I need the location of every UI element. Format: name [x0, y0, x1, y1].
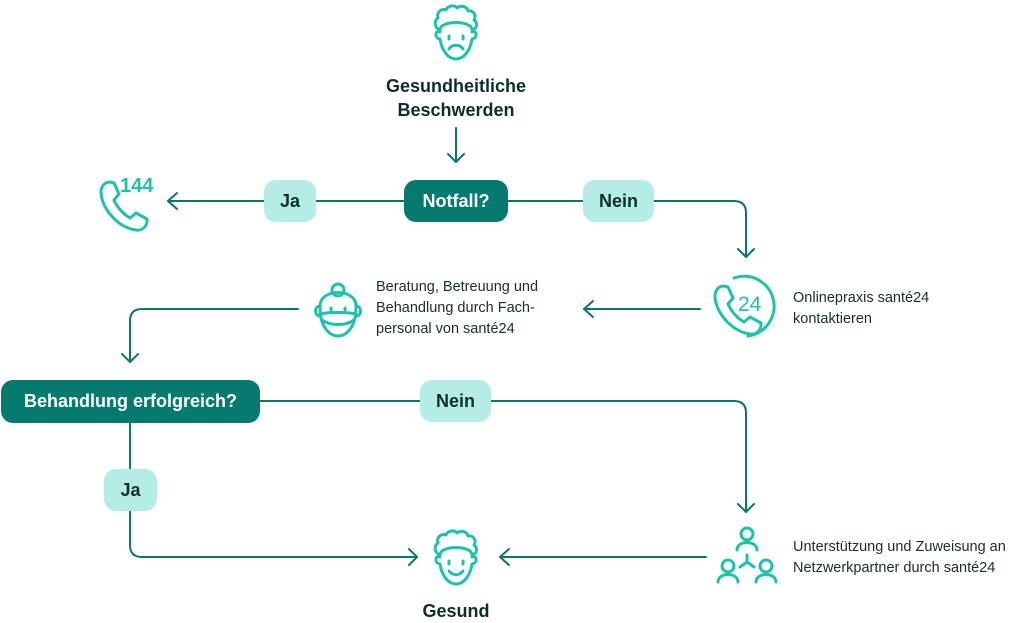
line-treatment-yes: [129, 422, 418, 558]
consultation-line3: personal von santé24: [376, 321, 515, 337]
decision-treatment[interactable]: Behandlung erfolgreich?: [1, 380, 260, 423]
sad-face-icon: [433, 4, 478, 61]
decision-emergency[interactable]: Notfall?: [404, 180, 508, 222]
label-treatment-no: Nein: [420, 380, 491, 422]
decision-emergency-label: Notfall?: [422, 190, 490, 211]
line-treatment-no: [259, 400, 747, 513]
arrowhead-down-online: [737, 248, 755, 258]
arrowhead-left-gesund: [499, 548, 510, 566]
online-practice-line1: Onlinepraxis santé24: [793, 290, 930, 306]
line-emergency-no: [507, 200, 747, 258]
arrowhead-right-gesund: [408, 548, 418, 566]
phone-144-number: 144: [120, 175, 154, 197]
phone-24-number: 24: [738, 293, 762, 316]
consultation-text: Beratung, Betreuung und Behandlung durch…: [376, 277, 538, 340]
arrowhead-left-consultation: [583, 300, 594, 318]
start-title-line1: Gesundheitliche: [385, 76, 527, 96]
consultation-line1: Beratung, Betreuung und: [376, 279, 539, 295]
network-people-icon: [716, 526, 778, 584]
label-emergency-yes: Ja: [264, 180, 316, 222]
network-text: Unterstützung und Zuweisung an Netzwerkp…: [793, 537, 1006, 579]
label-emergency-yes-text: Ja: [279, 190, 301, 211]
online-practice-text: Onlinepraxis santé24 kontaktieren: [793, 288, 929, 330]
arrowhead-down-1: [447, 153, 465, 163]
label-treatment-yes: Ja: [104, 469, 157, 511]
label-emergency-no: Nein: [583, 180, 654, 222]
phone-24-icon: 24: [713, 274, 776, 338]
phone-144-icon: 144: [99, 175, 154, 232]
happy-face-icon: [433, 529, 478, 586]
network-line1: Unterstützung und Zuweisung an: [793, 539, 1006, 555]
doctor-icon: [314, 282, 362, 338]
end-title: Gesund: [376, 599, 536, 623]
arrowhead-left-144: [167, 192, 178, 210]
label-treatment-yes-text: Ja: [120, 479, 141, 500]
end-title-text: Gesund: [422, 601, 490, 621]
arrowhead-down-network: [737, 503, 755, 513]
consultation-line2: Behandlung durch Fach-: [376, 300, 535, 316]
line-consultation-to-decision: [129, 308, 299, 363]
label-emergency-no-text: Nein: [598, 190, 638, 211]
start-title-line2: Beschwerden: [397, 100, 515, 120]
decision-treatment-label: Behandlung erfolgreich?: [23, 391, 237, 411]
label-treatment-no-text: Nein: [435, 390, 475, 411]
network-line2: Netzwerkpartner durch santé24: [793, 560, 996, 576]
online-practice-line2: kontaktieren: [793, 311, 872, 327]
arrowhead-down-decision: [121, 353, 139, 363]
start-title: Gesundheitliche Beschwerden: [356, 74, 556, 122]
